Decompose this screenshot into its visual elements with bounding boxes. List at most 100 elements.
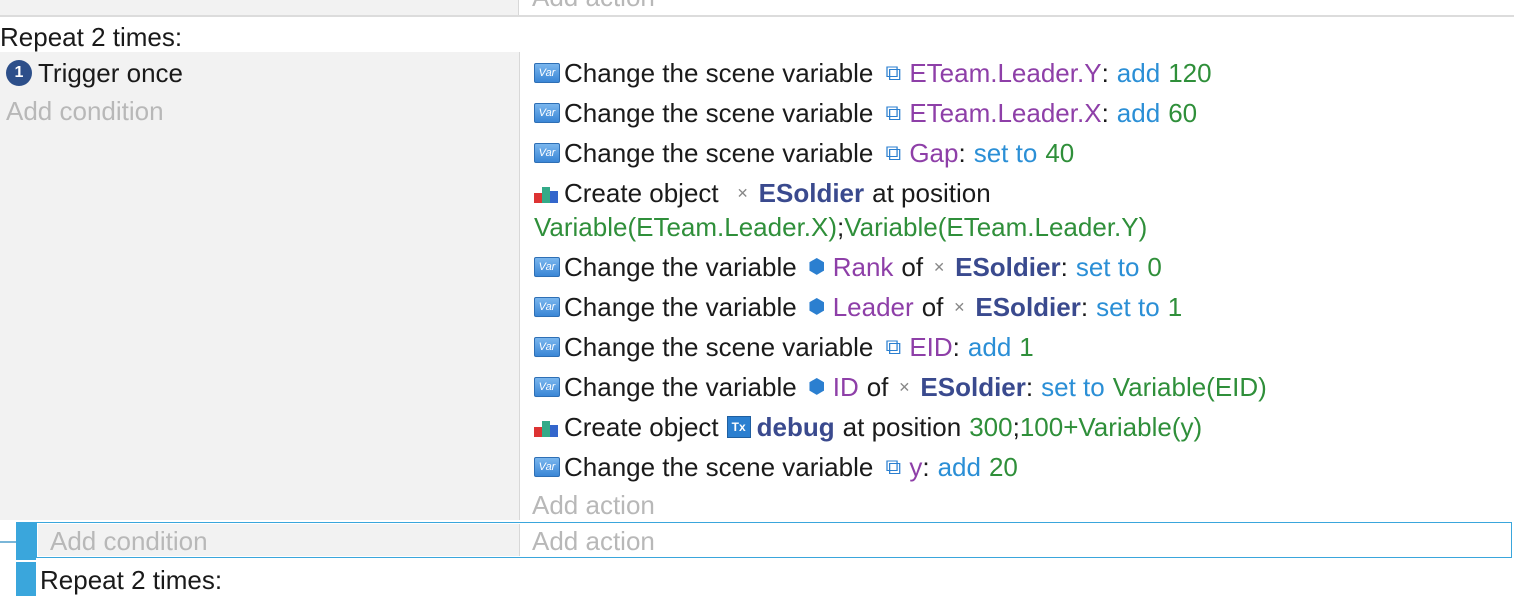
value: 1 (1019, 332, 1034, 362)
scene-variable-icon: ⧉ (885, 334, 902, 359)
of-text: of (921, 292, 944, 322)
text-object-icon: Tx (726, 416, 751, 438)
var-icon: Var (534, 297, 560, 317)
var-icon: Var (534, 103, 560, 123)
scene-variable-icon: ⧉ (885, 140, 902, 165)
operator: set to (1075, 252, 1140, 282)
action-text: Change the variable (564, 372, 797, 402)
action-text: Change the scene variable (564, 332, 874, 362)
value: Variable(EID) (1112, 372, 1267, 402)
selected-condition-area (38, 524, 519, 556)
action-text: Change the variable (564, 252, 797, 282)
of-text: of (866, 372, 889, 402)
selection-bar (16, 522, 36, 560)
variable-name: ID (832, 372, 859, 402)
separator: : (1025, 372, 1034, 402)
variable-name: ETeam.Leader.Y (909, 58, 1102, 88)
action-text: Change the scene variable (564, 138, 874, 168)
column-divider (519, 52, 520, 520)
add-action-link[interactable]: Add action (532, 0, 655, 12)
separator: : (958, 138, 966, 168)
separator: : (1080, 292, 1089, 322)
object-name: debug (756, 412, 835, 442)
action-text: Create object (564, 178, 719, 208)
add-action-link[interactable]: Add action (532, 526, 655, 556)
object-name: ESoldier (975, 292, 1081, 322)
var-icon: Var (534, 257, 560, 277)
event-separator (0, 15, 1514, 17)
operator: add (1116, 98, 1161, 128)
object-name: ESoldier (758, 178, 865, 208)
operator: add (967, 332, 1012, 362)
var-icon: Var (534, 63, 560, 83)
position-y: Variable(ETeam.Leader.Y) (844, 212, 1148, 242)
condition-trigger-once[interactable]: 1 Trigger once (6, 56, 183, 90)
scene-variable-icon: ⧉ (885, 454, 902, 479)
position-x: Variable(ETeam.Leader.X) (534, 212, 838, 242)
position-x: 300 (969, 412, 1013, 442)
value: 60 (1168, 98, 1198, 128)
separator: : (922, 452, 930, 482)
repeat-label[interactable]: Repeat 2 times: (0, 22, 183, 52)
variable-name: y (909, 452, 923, 482)
action-row-continuation[interactable]: Variable(ETeam.Leader.X);Variable(ETeam.… (534, 210, 1147, 244)
repeat-label[interactable]: Repeat 2 times: (40, 565, 223, 595)
variable-name: ETeam.Leader.X (909, 98, 1102, 128)
conditions-panel (0, 52, 519, 520)
add-action-link[interactable]: Add action (532, 490, 655, 520)
position-separator: ; (837, 212, 845, 242)
action-text: Change the scene variable (564, 452, 874, 482)
scene-variable-icon: ⧉ (885, 100, 902, 125)
position-y: 100+Variable(y) (1019, 412, 1203, 442)
var-icon: Var (534, 143, 560, 163)
var-icon: Var (534, 457, 560, 477)
separator: : (1060, 252, 1068, 282)
value: 20 (988, 452, 1018, 482)
action-text: at position (872, 178, 991, 208)
var-icon: Var (534, 337, 560, 357)
operator: add (1116, 58, 1161, 88)
variable-name: Gap (909, 138, 959, 168)
operator: add (937, 452, 981, 482)
create-object-icon (534, 416, 560, 438)
operator: set to (1096, 292, 1160, 322)
sprite-object-icon: ✕ (933, 259, 945, 275)
add-condition-link[interactable]: Add condition (50, 526, 208, 556)
action-text: Change the scene variable (564, 98, 874, 128)
column-divider (518, 0, 519, 15)
scene-variable-icon: ⧉ (885, 60, 902, 85)
selection-bar (16, 562, 36, 596)
value: 1 (1167, 292, 1183, 322)
sprite-object-icon: ✕ (953, 299, 966, 315)
separator: : (1101, 58, 1109, 88)
create-object-icon (534, 182, 560, 204)
sprite-object-icon: ✕ (736, 185, 749, 201)
value: 0 (1147, 252, 1162, 282)
prev-event-condition-area (0, 0, 518, 15)
position-separator: ; (1012, 412, 1020, 442)
variable-name: Rank (832, 252, 894, 282)
action-text: Create object (564, 412, 719, 442)
of-text: of (901, 252, 924, 282)
object-variable-icon: ⬢ (807, 376, 826, 398)
condition-label: Trigger once (38, 58, 183, 88)
separator: : (952, 332, 960, 362)
object-variable-icon: ⬢ (807, 296, 826, 318)
var-icon: Var (534, 377, 560, 397)
event-left-connector (0, 541, 16, 543)
value: 40 (1045, 138, 1075, 168)
action-text: Change the scene variable (564, 58, 874, 88)
sprite-object-icon: ✕ (898, 379, 911, 395)
operator: set to (1041, 372, 1105, 402)
add-condition-link[interactable]: Add condition (6, 96, 164, 126)
